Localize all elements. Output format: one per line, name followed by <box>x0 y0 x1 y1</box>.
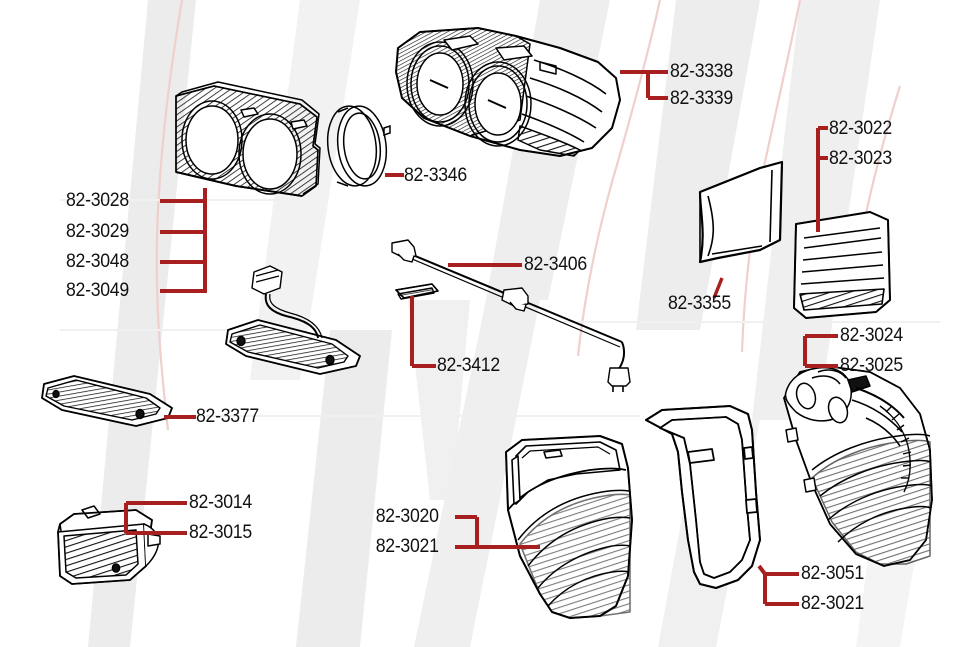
callout-label-82-3024: 82-3024 <box>840 325 903 346</box>
callout-label-82-3021-left: 82-3021 <box>375 536 439 557</box>
part-grille-panel-center <box>505 435 633 619</box>
leader-82-3024-3025 <box>803 334 838 368</box>
leader-82-3338-3339 <box>620 70 668 100</box>
callout-label-82-3377: 82-3377 <box>196 406 259 427</box>
part-side-marker-lamp-wired <box>225 265 361 375</box>
callout-label-82-3014: 82-3014 <box>189 492 252 513</box>
part-headlight-grille-assembly <box>395 27 621 157</box>
callout-label-82-3021-right: 82-3021 <box>801 593 864 614</box>
callout-label-82-3338: 82-3338 <box>670 61 733 82</box>
callout-label-82-3406: 82-3406 <box>524 254 587 275</box>
leader-82-3014-3015 <box>124 501 187 535</box>
callout-label-82-3355: 82-3355 <box>668 293 731 314</box>
leader-82-3412 <box>410 296 436 368</box>
callout-label-82-3025: 82-3025 <box>840 355 903 376</box>
callout-label-82-3015: 82-3015 <box>189 522 252 543</box>
leader-82-3020-3021 <box>455 515 540 549</box>
part-grille-insert-outer <box>793 211 891 319</box>
leader-82-3022-3023 <box>816 126 828 232</box>
callout-label-82-3022: 82-3022 <box>829 118 892 139</box>
part-mounting-strip <box>395 283 439 300</box>
leader-82-3355 <box>712 277 724 299</box>
callout-label-82-3339: 82-3339 <box>670 88 733 109</box>
part-grille-surround-frame <box>645 405 761 589</box>
callout-label-82-3029: 82-3029 <box>66 221 129 242</box>
callout-label-82-3346: 82-3346 <box>404 165 467 186</box>
callout-label-82-3028: 82-3028 <box>66 190 129 211</box>
callout-label-82-3049: 82-3049 <box>66 280 129 301</box>
part-grille-corner-trim <box>698 160 784 264</box>
part-headlamp-housing-assembly <box>783 365 933 567</box>
callout-label-82-3023: 82-3023 <box>829 148 892 169</box>
callout-label-82-3020: 82-3020 <box>375 506 439 527</box>
callout-label-82-3051: 82-3051 <box>801 563 864 584</box>
part-fog-lamp <box>57 505 161 585</box>
part-wiring-harness-rail <box>391 239 631 392</box>
leader-82-3028-3049 <box>160 188 207 293</box>
leader-82-3051-3021 <box>757 564 799 606</box>
callout-label-82-3412: 82-3412 <box>437 355 500 376</box>
part-headlight-retaining-ring <box>326 105 391 187</box>
callout-label-82-3048: 82-3048 <box>66 251 129 272</box>
part-headlight-bezel-left <box>175 81 321 197</box>
